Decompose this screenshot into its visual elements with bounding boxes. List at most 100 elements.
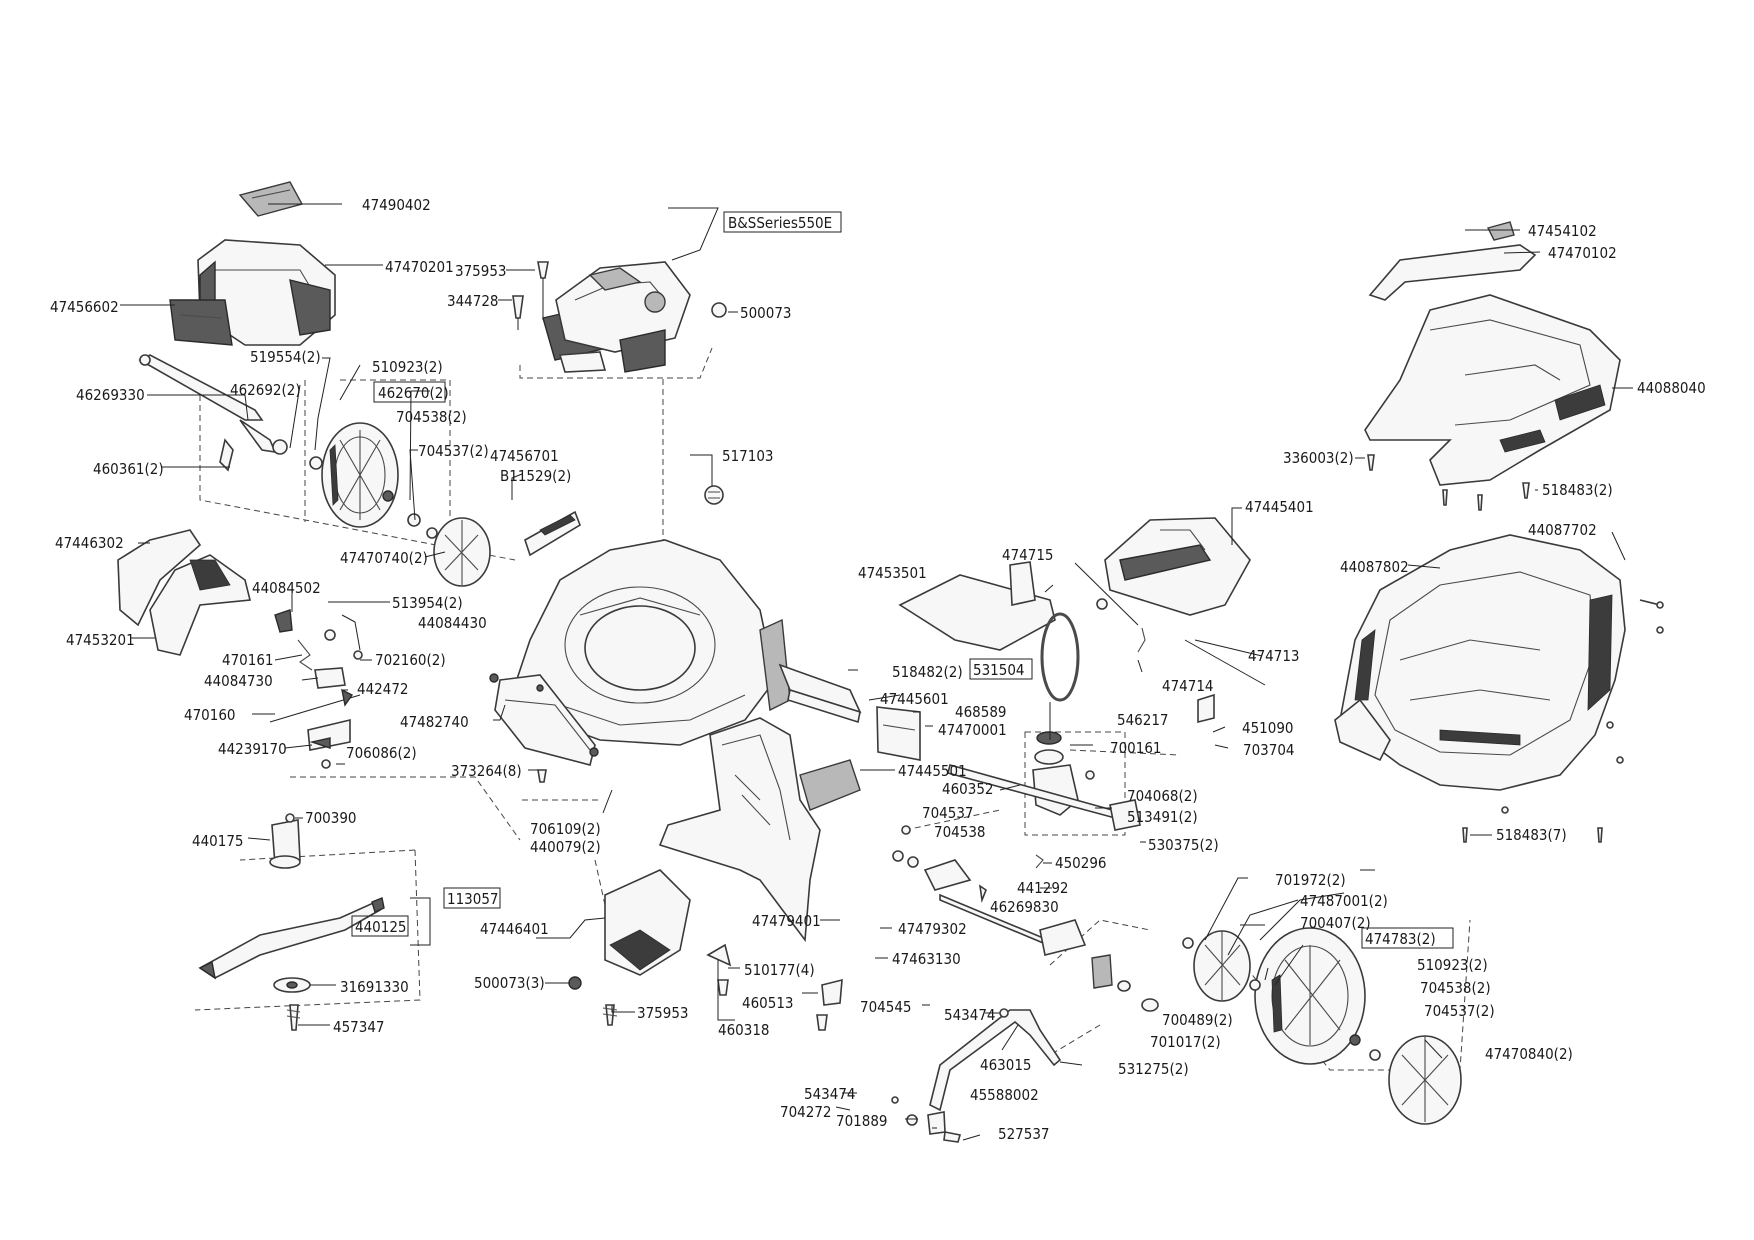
label-440079: 440079(2) [530,838,601,856]
label-704545: 704545 [860,998,912,1016]
label-517103: 517103 [722,447,774,465]
drive-cable-parts [1096,598,1266,724]
left-rear-wheel [321,422,399,528]
rear-axle-bracket [778,663,921,761]
label-701017: 701017(2) [1150,1033,1221,1051]
label-474714: 474714 [1162,677,1214,695]
right-washers [1182,937,1381,1061]
label-442472: 442472 [357,680,409,698]
drive-belt [1040,612,1080,702]
label-704068: 704068(2) [1127,787,1198,805]
mulch-kit-plate [898,561,1056,651]
label-441292: 441292 [1017,879,1069,897]
mulch-plug [604,869,691,976]
cutter-blade [198,897,385,980]
label-47456701: 47456701 [490,447,559,465]
label-47490402: 47490402 [362,196,431,214]
small-washers-left [272,439,438,539]
catcher-frame-screws [1367,454,1530,511]
gearbox [947,731,1141,831]
label-113057: 113057 [447,890,499,908]
label-531504: 531504 [973,661,1025,679]
label-510177: 510177(4) [744,961,815,979]
label-700161: 700161 [1110,739,1162,757]
label-518482: 518482(2) [892,663,963,681]
label-706109: 706109(2) [530,820,601,838]
label-513954: 513954(2) [392,594,463,612]
label-47456602: 47456602 [50,298,119,316]
label-47446302: 47446302 [55,534,124,552]
label-44088040: 44088040 [1637,379,1706,397]
catcher-bag [1334,534,1626,791]
label-704538-right: 704538(2) [1420,979,1491,997]
label-47482740: 47482740 [400,713,469,731]
label-45588002: 45588002 [970,1086,1039,1104]
label-451090: 451090 [1242,719,1294,737]
leader-lines [120,203,1633,1141]
label-704537-left: 704537(2) [418,442,489,460]
rear-flap-trim [169,299,233,346]
label-500073-3: 500073(3) [474,974,545,992]
rear-cover-housing [197,239,336,346]
label-440175: 440175 [192,832,244,850]
label-44084502: 44084502 [252,579,321,597]
label-706086: 706086(2) [346,744,417,762]
side-discharge-flap [117,529,252,656]
label-47470102: 47470102 [1548,244,1617,262]
label-457347: 457347 [333,1018,385,1036]
flap-spring-parts [269,609,363,769]
catcher-top-frame [1364,294,1621,486]
label-703704: 703704 [1243,741,1295,759]
label-375953-bottom: 375953 [637,1004,689,1022]
rear-drive-gears [1091,954,1159,1012]
lower-handle-bar [891,1008,1062,1143]
label-460352: 460352 [942,780,994,798]
label-344728: 344728 [447,292,499,310]
label-462692: 462692(2) [230,381,301,399]
blade-washer-bolt [273,977,311,1031]
right-rear-wheel [1254,927,1366,1065]
label-470160: 470160 [184,706,236,724]
label-474713: 474713 [1248,647,1300,665]
left-hub-cap [433,517,491,587]
mulch-fasteners [568,943,843,1031]
label-700390: 700390 [305,809,357,827]
label-47470001: 47470001 [938,721,1007,739]
label-530375: 530375(2) [1148,836,1219,854]
grass-cap-logo-plate [238,181,304,217]
label-468589: 468589 [955,703,1007,721]
label-474783: 474783(2) [1365,930,1436,948]
label-47445401: 47445401 [1245,498,1314,516]
right-hub-inner-disc [1193,930,1251,1002]
label-543474-a: 543474 [944,1006,996,1024]
part-labels: B&SSeries550E 47490402 47470201 47456602… [50,196,1706,1143]
label-513491: 513491(2) [1127,808,1198,826]
label-527537: 527537 [998,1125,1050,1143]
label-47470840: 47470840(2) [1485,1045,1573,1063]
label-44084430: 44084430 [418,614,487,632]
engine-label: B&SSeries550E [728,214,832,232]
catcher-handle-top [1368,244,1537,301]
right-hub-cap [1388,1035,1462,1125]
mower-deck [494,539,791,766]
label-44087802: 44087802 [1340,558,1409,576]
label-704538-left: 704538(2) [396,408,467,426]
drive-cover [1104,517,1251,616]
label-47454102: 47454102 [1528,222,1597,240]
label-700489: 700489(2) [1162,1011,1233,1029]
label-701889: 701889 [836,1112,888,1130]
label-47470740: 47470740(2) [340,549,428,567]
label-46269330: 46269330 [76,386,145,404]
label-46269830: 46269830 [990,898,1059,916]
label-474715: 474715 [1002,546,1054,564]
label-47445601: 47445601 [880,690,949,708]
label-702160: 702160(2) [375,651,446,669]
label-44087702: 44087702 [1528,521,1597,539]
label-375953-top: 375953 [455,262,507,280]
label-701972: 701972(2) [1275,871,1346,889]
label-531275: 531275(2) [1118,1060,1189,1078]
label-460318: 460318 [718,1021,770,1039]
label-500073: 500073 [740,304,792,322]
label-336003: 336003(2) [1283,449,1354,467]
label-31691330: 31691330 [340,978,409,996]
